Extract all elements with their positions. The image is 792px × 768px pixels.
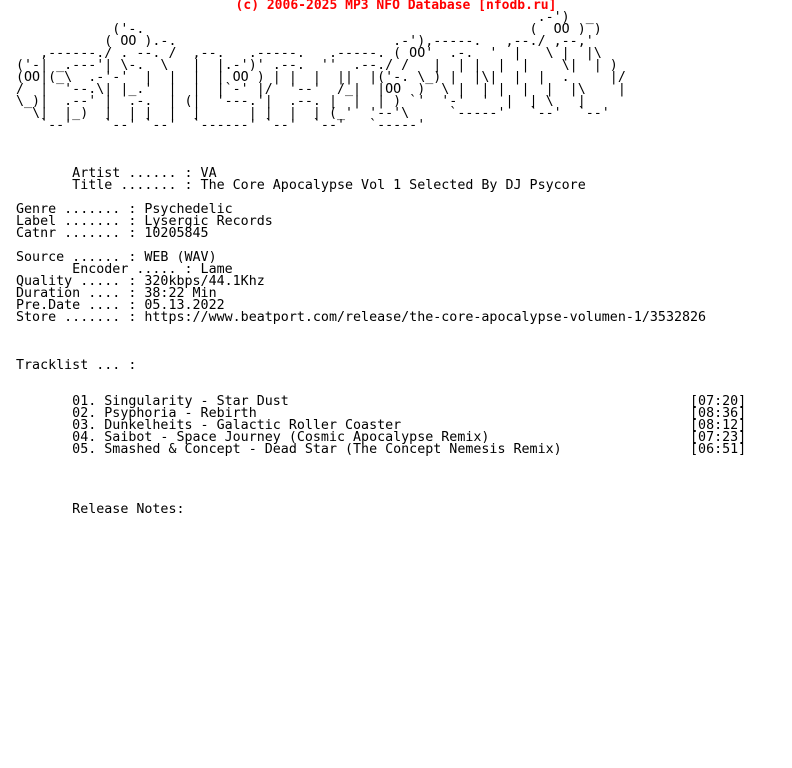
site-header: (c) 2006-2025 MP3 NFO Database [nfodb.ru… [235, 0, 557, 13]
nfo-content: .-') _ ('-. ( OO ) ) ( OO ).-. .-'),----… [16, 10, 747, 517]
